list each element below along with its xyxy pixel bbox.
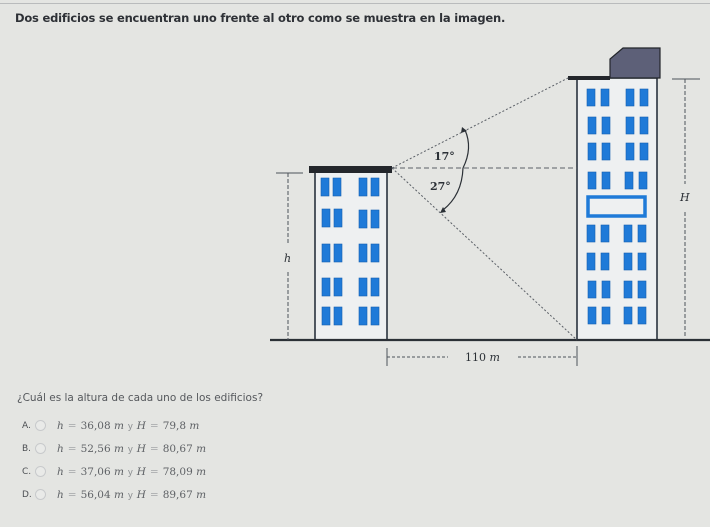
question-text: ¿Cuál es la altura de cada uno de los ed…: [17, 392, 264, 404]
elevation-line: [391, 76, 571, 169]
distance-label: 110 m: [465, 351, 500, 364]
option-letter: C.: [22, 466, 32, 477]
option-letter: D.: [22, 489, 32, 500]
h-label: h: [284, 252, 291, 265]
tall-building-windows: [586, 88, 649, 325]
h-dimension: [276, 172, 303, 340]
option-letter: A.: [22, 420, 31, 431]
sight-lines: [391, 76, 578, 341]
arc-27: [442, 167, 464, 211]
top-divider: [0, 3, 710, 4]
H-dimension: [672, 78, 700, 338]
radio-button[interactable]: [35, 420, 46, 431]
small-building: [309, 166, 392, 341]
arrowhead-down-icon: [440, 207, 446, 213]
rooftop-box: [609, 47, 661, 79]
radio-button[interactable]: [35, 443, 46, 454]
small-building-roof: [309, 166, 392, 173]
buildings-diagram: 17° 27° h H 110 m: [270, 47, 710, 366]
radio-button[interactable]: [35, 489, 46, 500]
small-building-windows: [320, 177, 380, 326]
radio-button[interactable]: [35, 466, 46, 477]
tall-building: [568, 47, 661, 341]
problem-statement: Dos edificios se encuentran uno frente a…: [15, 11, 506, 25]
depression-line: [391, 167, 578, 341]
H-label: H: [679, 191, 690, 204]
tall-building-banner: [586, 195, 647, 218]
angle-arcs: [442, 129, 470, 211]
arc-17: [462, 129, 470, 169]
option-letter: B.: [22, 443, 32, 454]
angle-27-label: 27°: [430, 180, 451, 193]
distance-dimension: [386, 346, 578, 366]
angle-17-label: 17°: [434, 150, 455, 163]
tall-building-roof: [568, 76, 610, 80]
arrowhead-up-icon: [461, 127, 467, 133]
